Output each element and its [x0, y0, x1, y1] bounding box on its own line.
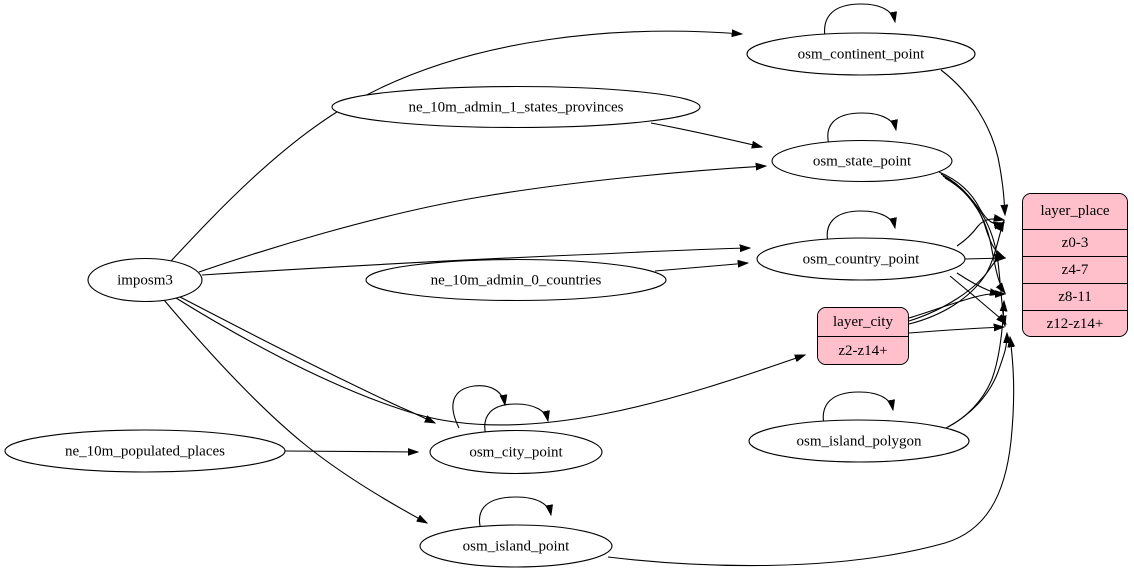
- edge-layer: [163, 3, 1014, 567]
- edge-imposm3-to-osm-state-point: [198, 166, 766, 273]
- layer-place-title: layer_place: [1023, 194, 1127, 230]
- edge-self-loop-osm-continent-point: [824, 3, 895, 38]
- edge-osm-country-point-to-layer-place-z12-z14: [949, 275, 1006, 324]
- edge-imposm3-to-osm-island-point: [163, 299, 427, 523]
- edge-self-loop-osm-island-polygon: [822, 391, 893, 426]
- edge-layer-city-to-layer-place-z8-11: [908, 294, 1000, 319]
- layer-place-row-z0-3[interactable]: z0-3: [1023, 230, 1127, 257]
- edge-self-loop-osm-island-point: [479, 496, 551, 531]
- node-ne-10m-populated-places[interactable]: [4, 429, 286, 473]
- layer-city-row-z2-z14[interactable]: z2-z14+: [818, 337, 908, 364]
- edge-self-loop-osm-state-point: [827, 112, 896, 146]
- node-osm-island-polygon[interactable]: [748, 419, 970, 463]
- edge-osm-island-polygon-to-layer-place-z8-11: [945, 301, 1004, 429]
- node-ne-10m-admin-0-countries[interactable]: [365, 258, 667, 302]
- edge-imposm3-to-osm-city-point: [179, 296, 435, 423]
- edge-imposm3-to-osm-continent-point: [170, 31, 742, 262]
- edge-layer-city-to-layer-place-z0-3: [908, 221, 1004, 325]
- edge-ne-populated-to-osm-city-point: [284, 451, 418, 452]
- edge-osm-state-point-to-layer-place-z4-7: [940, 173, 1005, 258]
- layer-place-row-z8-11[interactable]: z8-11: [1023, 284, 1127, 311]
- node-layer: imposm3 ne_10m_admin_1_states_provinces …: [4, 32, 976, 568]
- edge-osm-island-point-to-layer-place-z12-z14: [607, 337, 1014, 567]
- edge-imposm3-to-osm-country-point: [201, 248, 750, 276]
- node-osm-continent-point[interactable]: [746, 32, 976, 76]
- node-ne-10m-admin-1-states-provinces[interactable]: [331, 85, 701, 129]
- edge-arc-into-osm-city-point: [452, 385, 505, 429]
- edge-self-loop-osm-city-point: [484, 403, 548, 437]
- edge-osm-continent-point-to-layer-place-z0-3: [940, 69, 1005, 215]
- layer-place-row-z4-7[interactable]: z4-7: [1023, 257, 1127, 284]
- edge-layer-city-to-layer-place-z12-z14: [908, 327, 1004, 334]
- edge-layer-city-to-layer-place-z4-7: [908, 258, 1005, 322]
- edge-self-loop-osm-country-point: [826, 210, 895, 244]
- edge-osm-state-point-to-layer-place-z0-3: [938, 171, 1004, 224]
- node-imposm3[interactable]: [87, 257, 203, 303]
- edge-osm-island-polygon-to-layer-place-z12-z14: [947, 333, 1007, 428]
- node-osm-city-point[interactable]: [429, 429, 603, 475]
- node-osm-country-point[interactable]: [756, 237, 966, 281]
- edge-osm-state-point-to-layer-place-z8-11: [942, 175, 1005, 293]
- edge-ne-states-to-osm-state-point: [650, 122, 762, 147]
- node-layer-place[interactable]: layer_place z0-3 z4-7 z8-11 z12-z14+: [1022, 193, 1128, 337]
- edge-imposm3-to-layer-city: [175, 297, 805, 426]
- edge-osm-country-point-to-layer-place-z0-3: [956, 219, 1004, 247]
- node-layer-city[interactable]: layer_city z2-z14+: [817, 307, 909, 365]
- layer-place-row-z12-z14[interactable]: z12-z14+: [1023, 311, 1127, 336]
- node-osm-state-point[interactable]: [771, 139, 953, 183]
- layer-city-title: layer_city: [818, 308, 908, 337]
- edge-ne-countries-to-osm-country-point: [654, 263, 748, 272]
- node-osm-island-point[interactable]: [419, 524, 613, 568]
